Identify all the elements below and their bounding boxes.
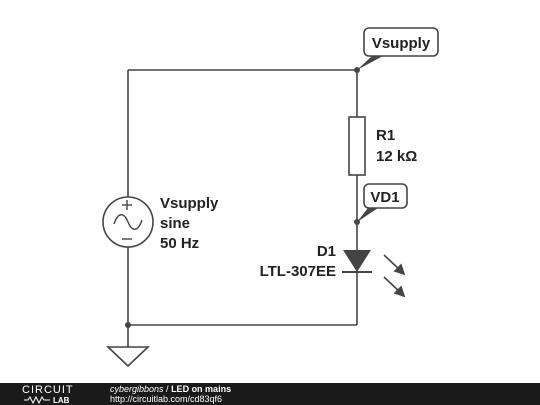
ac-source-symbol[interactable]	[102, 196, 154, 248]
sine-wave-icon	[113, 214, 143, 230]
footer-author: cybergibbons	[110, 384, 164, 394]
footer-separator: /	[164, 384, 172, 394]
footer-url[interactable]: http://circuitlab.com/cd83qf6	[110, 394, 222, 404]
footer-credit: cybergibbons / LED on mains	[110, 384, 231, 394]
brand-top: CIRCUIT	[22, 384, 74, 396]
source-type: sine	[160, 215, 190, 232]
junction-dot-ground	[125, 322, 131, 328]
brand-resistor-icon	[24, 395, 50, 405]
led-symbol[interactable]	[342, 250, 406, 298]
footer-bar: CIRCUIT LAB cybergibbons / LED on mains …	[0, 383, 540, 405]
light-arrows-icon	[383, 254, 406, 298]
net-label-vsupply[interactable]: Vsupply	[357, 27, 439, 70]
source-frequency: 50 Hz	[160, 235, 199, 252]
net-label-vd1-text: VD1	[370, 189, 399, 206]
ground-icon	[105, 346, 151, 368]
resistor-symbol[interactable]	[348, 116, 366, 176]
led-part: LTL-307EE	[260, 263, 336, 280]
source-name: Vsupply	[160, 195, 219, 212]
resistor-ref: R1	[376, 127, 395, 144]
brand-bottom: LAB	[53, 396, 70, 405]
wires	[127, 69, 358, 347]
net-label-vsupply-text: Vsupply	[372, 35, 431, 52]
net-label-vd1[interactable]: VD1	[357, 183, 408, 222]
resistor-value: 12 kΩ	[376, 148, 417, 165]
footer-title: LED on mains	[171, 384, 231, 394]
led-ref: D1	[317, 243, 336, 260]
